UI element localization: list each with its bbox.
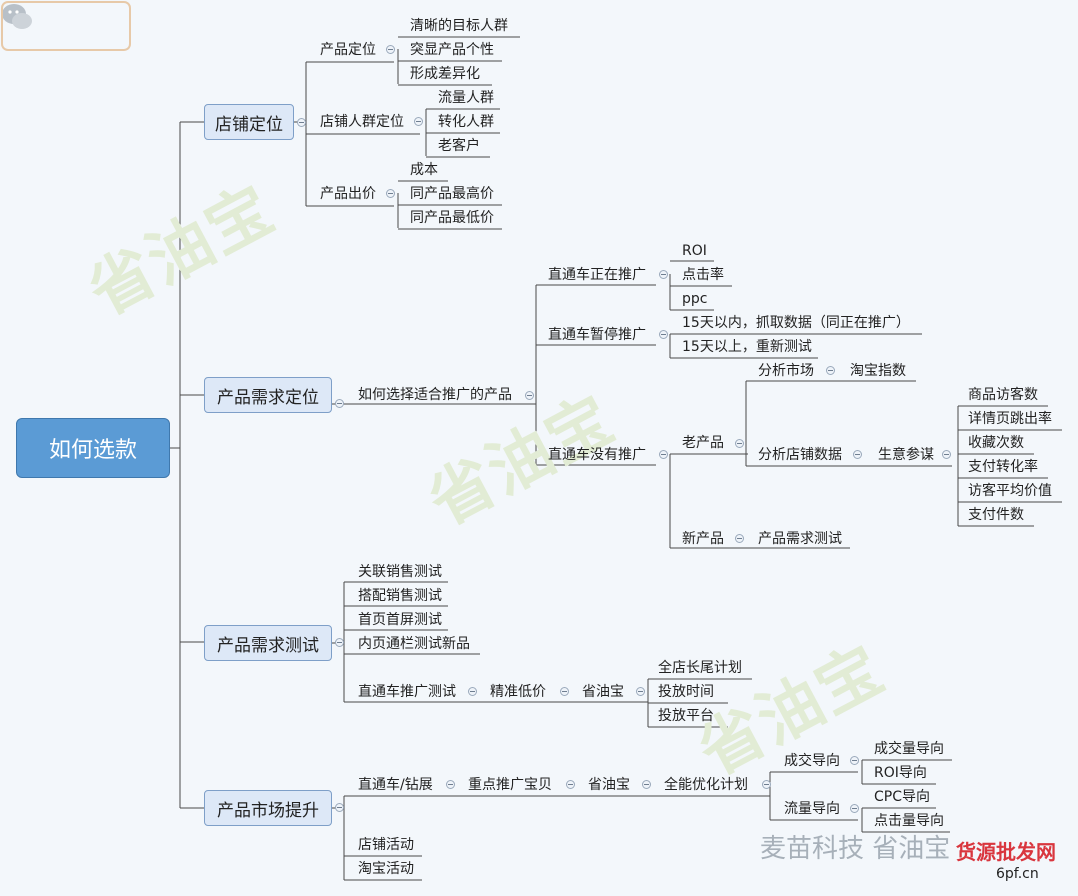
leaf-node[interactable]: 搭配销售测试 xyxy=(358,588,442,604)
stamp-logo xyxy=(1,1,131,51)
node-shengyoubao[interactable]: 省油宝 xyxy=(588,777,630,793)
leaf-node[interactable]: 淘宝活动 xyxy=(358,861,414,877)
node-analyze-shop[interactable]: 分析店铺数据 xyxy=(758,447,842,463)
leaf-node[interactable]: 全店长尾计划 xyxy=(658,660,742,676)
leaf-node[interactable]: 点击量导向 xyxy=(874,813,944,829)
collapse-icon[interactable] xyxy=(853,450,862,459)
leaf-node[interactable]: 转化人群 xyxy=(438,114,494,130)
node-sycm[interactable]: 生意参谋 xyxy=(878,447,934,463)
node-deal-oriented[interactable]: 成交导向 xyxy=(784,753,840,769)
leaf-node[interactable]: ppc xyxy=(682,291,708,307)
node-shengyoubao[interactable]: 省油宝 xyxy=(582,684,624,700)
leaf-node[interactable]: 15天以上，重新测试 xyxy=(682,339,812,355)
node-ztc-on[interactable]: 直通车正在推广 xyxy=(548,267,646,283)
leaf-node[interactable]: 15天以内，抓取数据（同正在推广） xyxy=(682,315,910,331)
node-full-plan[interactable]: 全能优化计划 xyxy=(664,777,748,793)
collapse-icon[interactable] xyxy=(525,391,534,400)
collapse-icon[interactable] xyxy=(735,439,744,448)
leaf-node[interactable]: 支付转化率 xyxy=(968,459,1038,475)
leaf-node[interactable]: 成交量导向 xyxy=(874,741,944,757)
leaf-node[interactable]: 内页通栏测试新品 xyxy=(358,636,470,652)
topic-shop-position[interactable]: 店铺定位 xyxy=(204,104,294,140)
collapse-icon[interactable] xyxy=(386,189,395,198)
node-taobao-index[interactable]: 淘宝指数 xyxy=(850,363,906,379)
collapse-icon[interactable] xyxy=(826,366,835,375)
leaf-node[interactable]: 突显产品个性 xyxy=(410,42,494,58)
root-topic[interactable]: 如何选款 xyxy=(16,418,170,478)
node-ztc-test[interactable]: 直通车推广测试 xyxy=(358,684,456,700)
collapse-icon[interactable] xyxy=(762,780,771,789)
collapse-icon[interactable] xyxy=(414,117,423,126)
leaf-node[interactable]: 点击率 xyxy=(682,267,724,283)
leaf-node[interactable]: 成本 xyxy=(410,162,438,178)
leaf-node[interactable]: 形成差异化 xyxy=(410,66,480,82)
collapse-icon[interactable] xyxy=(335,399,344,408)
node-how-to-select[interactable]: 如何选择适合推广的产品 xyxy=(358,387,512,403)
node-precise-low-price[interactable]: 精准低价 xyxy=(490,684,546,700)
node-ztc-zuanzhan[interactable]: 直通车/钻展 xyxy=(358,777,433,793)
node-new-product[interactable]: 新产品 xyxy=(682,531,724,547)
leaf-node[interactable]: 支付件数 xyxy=(968,507,1024,523)
leaf-node[interactable]: 店铺活动 xyxy=(358,837,414,853)
node-product-position[interactable]: 产品定位 xyxy=(320,42,376,58)
leaf-node[interactable]: 投放平台 xyxy=(658,708,714,724)
stamp-text: 货源批发网 xyxy=(956,840,1056,864)
leaf-node[interactable]: 商品访客数 xyxy=(968,387,1038,403)
leaf-node[interactable]: 同产品最低价 xyxy=(410,210,494,226)
collapse-icon[interactable] xyxy=(297,118,306,127)
collapse-icon[interactable] xyxy=(446,780,455,789)
wechat-icon xyxy=(2,4,32,29)
leaf-node[interactable]: ROI xyxy=(682,243,707,259)
leaf-node[interactable]: 流量人群 xyxy=(438,90,494,106)
leaf-node[interactable]: 投放时间 xyxy=(658,684,714,700)
stamp-url: 6pf.cn xyxy=(996,866,1039,882)
leaf-node[interactable]: CPC导向 xyxy=(874,789,930,805)
node-old-product[interactable]: 老产品 xyxy=(682,435,724,451)
topic-demand-test[interactable]: 产品需求测试 xyxy=(204,625,332,661)
collapse-icon[interactable] xyxy=(735,534,744,543)
collapse-icon[interactable] xyxy=(850,804,859,813)
collapse-icon[interactable] xyxy=(636,687,645,696)
collapse-icon[interactable] xyxy=(560,687,569,696)
leaf-node[interactable]: 关联销售测试 xyxy=(358,564,442,580)
node-demand-test-leaf[interactable]: 产品需求测试 xyxy=(758,531,842,547)
collapse-icon[interactable] xyxy=(659,330,668,339)
collapse-icon[interactable] xyxy=(386,45,395,54)
collapse-icon[interactable] xyxy=(659,450,668,459)
leaf-node[interactable]: 首页首屏测试 xyxy=(358,612,442,628)
leaf-node[interactable]: ROI导向 xyxy=(874,765,927,781)
leaf-node[interactable]: 访客平均价值 xyxy=(968,483,1052,499)
collapse-icon[interactable] xyxy=(566,780,575,789)
node-ztc-paused[interactable]: 直通车暂停推广 xyxy=(548,327,646,343)
topic-market-boost[interactable]: 产品市场提升 xyxy=(204,790,332,826)
leaf-node[interactable]: 清晰的目标人群 xyxy=(410,18,508,34)
collapse-icon[interactable] xyxy=(642,780,651,789)
node-key-product[interactable]: 重点推广宝贝 xyxy=(468,777,552,793)
leaf-node[interactable]: 老客户 xyxy=(438,138,480,154)
node-pricing[interactable]: 产品出价 xyxy=(320,186,376,202)
collapse-icon[interactable] xyxy=(942,450,951,459)
node-traffic-oriented[interactable]: 流量导向 xyxy=(784,801,840,817)
collapse-icon[interactable] xyxy=(335,803,344,812)
leaf-node[interactable]: 详情页跳出率 xyxy=(968,411,1052,427)
footer-brand: 麦苗科技 省油宝 xyxy=(760,834,951,864)
node-crowd-position[interactable]: 店铺人群定位 xyxy=(320,114,404,130)
collapse-icon[interactable] xyxy=(850,756,859,765)
collapse-icon[interactable] xyxy=(468,687,477,696)
leaf-node[interactable]: 收藏次数 xyxy=(968,435,1024,451)
node-ztc-none[interactable]: 直通车没有推广 xyxy=(548,447,646,463)
collapse-icon[interactable] xyxy=(335,638,344,647)
collapse-icon[interactable] xyxy=(659,270,668,279)
node-analyze-market[interactable]: 分析市场 xyxy=(758,363,814,379)
leaf-node[interactable]: 同产品最高价 xyxy=(410,186,494,202)
topic-demand-position[interactable]: 产品需求定位 xyxy=(204,377,332,413)
